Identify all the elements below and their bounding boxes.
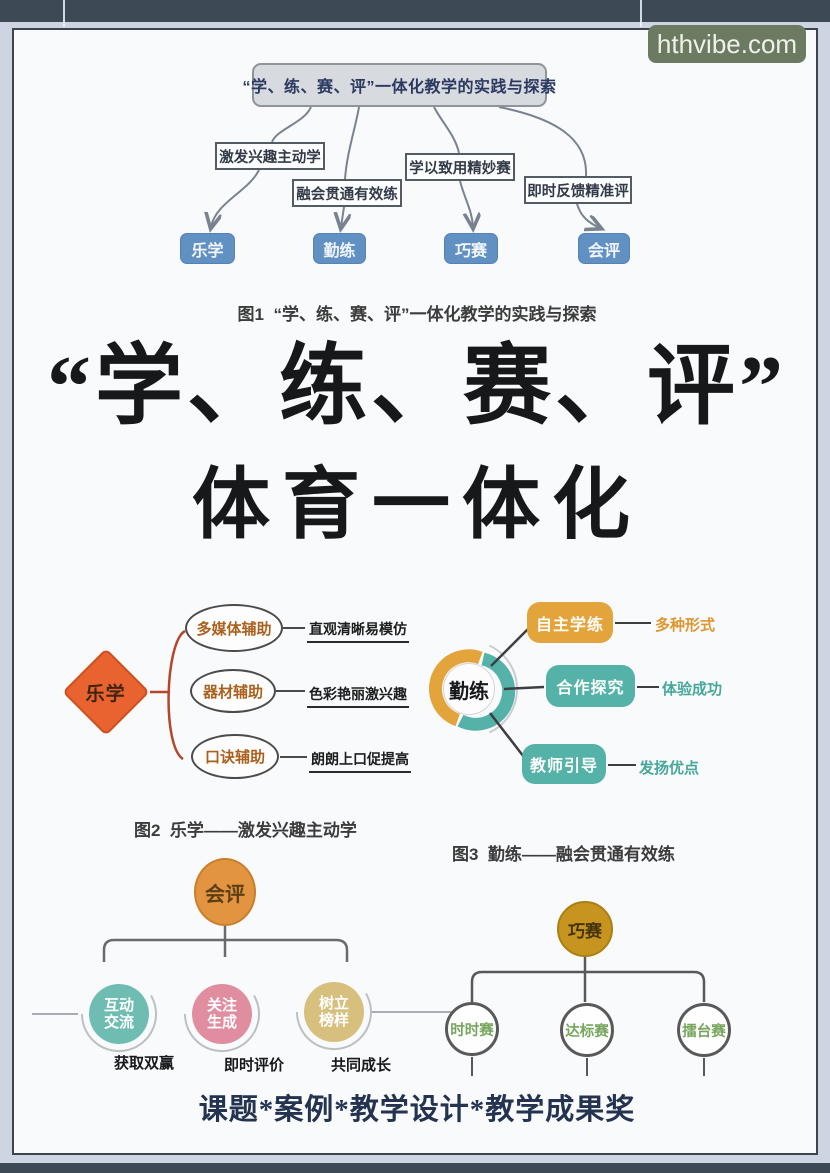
figure1-branch-label-3: 学以致用精妙赛 — [405, 153, 515, 181]
figure1-title-box: “学、练、赛、评”一体化教学的实践与探索 — [243, 63, 556, 107]
figure1-node-qinlian: 勤练 — [313, 233, 366, 264]
figure2-caption: 图2 乐学——激发兴趣主动学 — [134, 821, 357, 840]
header-grid-line-left — [63, 0, 65, 27]
figure1-node-lexue: 乐学 — [180, 233, 235, 264]
figure2-node-1: 多媒体辅助 — [185, 604, 283, 652]
figure3-caption: 图3 勤练——融会贯通有效练 — [452, 845, 675, 864]
figure3-node-3: 教师引导 — [522, 744, 606, 784]
main-title-line1: “学、练、赛、评” — [46, 339, 787, 436]
figure2-detail-3: 朗朗上口促提高 — [309, 749, 411, 773]
figure4-connectors — [32, 926, 456, 1053]
connector-lines — [32, 106, 706, 1076]
header-grid-line-right — [640, 0, 642, 27]
figure2-root-label: 乐学 — [85, 683, 127, 705]
figure3-detail-1: 多种形式 — [655, 617, 716, 634]
figure5-node-1: 时时赛 — [445, 1002, 499, 1056]
footer-text: 课题*案例*教学设计*教学成果奖 — [198, 1094, 636, 1126]
figure5-node-3: 擂台赛 — [677, 1003, 731, 1057]
figure4-node-3-line1: 树立 — [318, 995, 349, 1012]
main-title-line2: 体育一体化 — [191, 461, 642, 548]
figure1-branch-label-2: 融会贯通有效练 — [292, 179, 402, 207]
watermark-badge: hthvibe.com — [648, 25, 806, 63]
figure4-node-2-line2: 生成 — [206, 1014, 237, 1031]
figure5-root-node: 巧赛 — [557, 901, 613, 957]
figure2-detail-2: 色彩艳丽激兴趣 — [307, 684, 409, 708]
figure3-root-node: 勤练 — [443, 663, 495, 715]
figure1-caption: 图1 “学、练、赛、评”一体化教学的实践与探索 — [237, 305, 597, 324]
figure5-node-2: 达标赛 — [560, 1003, 614, 1057]
figure4-node-1-line1: 互动 — [103, 997, 134, 1014]
figure3-connectors — [489, 622, 659, 766]
figure2-connectors — [150, 627, 307, 761]
figure2-node-2: 器材辅助 — [190, 669, 276, 713]
figure3-detail-3: 发扬优点 — [639, 760, 700, 777]
figure4-node-2-line1: 关注 — [206, 997, 237, 1014]
window-bottom-bar — [0, 1163, 830, 1173]
figure4-detail-3: 共同成长 — [331, 1057, 392, 1074]
figure4-node-3-line2: 榜样 — [318, 1012, 349, 1029]
figure4-node-1: 互动 交流 — [89, 984, 149, 1044]
figure1-node-huiping: 会评 — [578, 233, 630, 264]
figure3-node-2: 合作探究 — [546, 665, 635, 707]
figure4-detail-2: 即时评价 — [224, 1057, 285, 1074]
figure1-connectors — [211, 106, 600, 228]
figure4-root-node: 会评 — [194, 858, 256, 926]
figure4-detail-1: 获取双赢 — [114, 1055, 175, 1072]
figure3-node-1: 自主学练 — [527, 602, 613, 643]
figure5-connectors — [470, 957, 706, 1076]
figure2-node-3: 口诀辅助 — [191, 734, 279, 779]
figure1-branch-label-1: 激发兴趣主动学 — [215, 142, 325, 170]
window-top-bar — [0, 0, 830, 22]
figure1-node-qiaosai: 巧赛 — [444, 233, 498, 264]
figure4-node-3: 树立 榜样 — [304, 982, 364, 1042]
poster-page: “学、练、赛、评”一体化教学的实践与探索 激发兴趣主动学 融会贯通有效练 学以致… — [12, 28, 818, 1155]
figure1-branch-label-4: 即时反馈精准评 — [524, 176, 632, 204]
figure4-node-1-line2: 交流 — [103, 1014, 134, 1031]
figure4-node-2: 关注 生成 — [192, 984, 252, 1044]
figure3-detail-2: 体验成功 — [662, 681, 723, 698]
figure2-detail-1: 直观清晰易模仿 — [307, 619, 409, 643]
